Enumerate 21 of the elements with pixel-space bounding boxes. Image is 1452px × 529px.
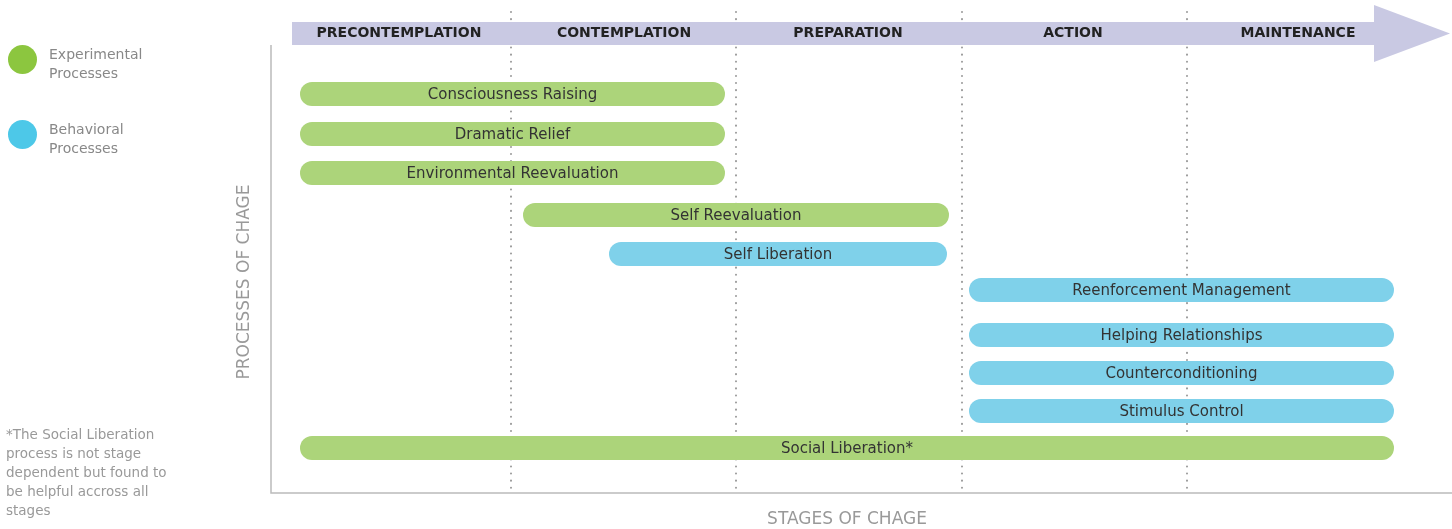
process-bar: Environmental Reevaluation [300, 161, 725, 185]
footnote: *The Social Liberation process is not stage dependent but found to be helpful accross all stages [6, 425, 168, 520]
stage-arrow [292, 5, 1450, 62]
axis-title: PROCESSES OF CHAGE [233, 184, 253, 380]
stage-label: MAINTENANCE [1240, 24, 1356, 40]
process-bar: Social Liberation* [300, 436, 1394, 460]
legend-label: Behavioral Processes [49, 120, 125, 158]
process-bar: Self Reevaluation [523, 203, 949, 227]
process-bar: Self Liberation [609, 242, 947, 266]
stage-label: PRECONTEMPLATION [316, 24, 482, 40]
stage-label: ACTION [1043, 24, 1103, 40]
process-bar: Reenforcement Management [969, 278, 1394, 302]
process-bar: Counterconditioning [969, 361, 1394, 385]
legend-label: Experimental Processes [49, 45, 144, 83]
process-bar: Stimulus Control [969, 399, 1394, 423]
axis-title: STAGES OF CHAGE [767, 508, 927, 528]
stage-label: PREPARATION [793, 24, 903, 40]
process-bar: Consciousness Raising [300, 82, 725, 106]
process-bar: Dramatic Relief [300, 122, 725, 146]
stage-label: CONTEMPLATION [556, 24, 692, 40]
process-bar: Helping Relationships [969, 323, 1394, 347]
